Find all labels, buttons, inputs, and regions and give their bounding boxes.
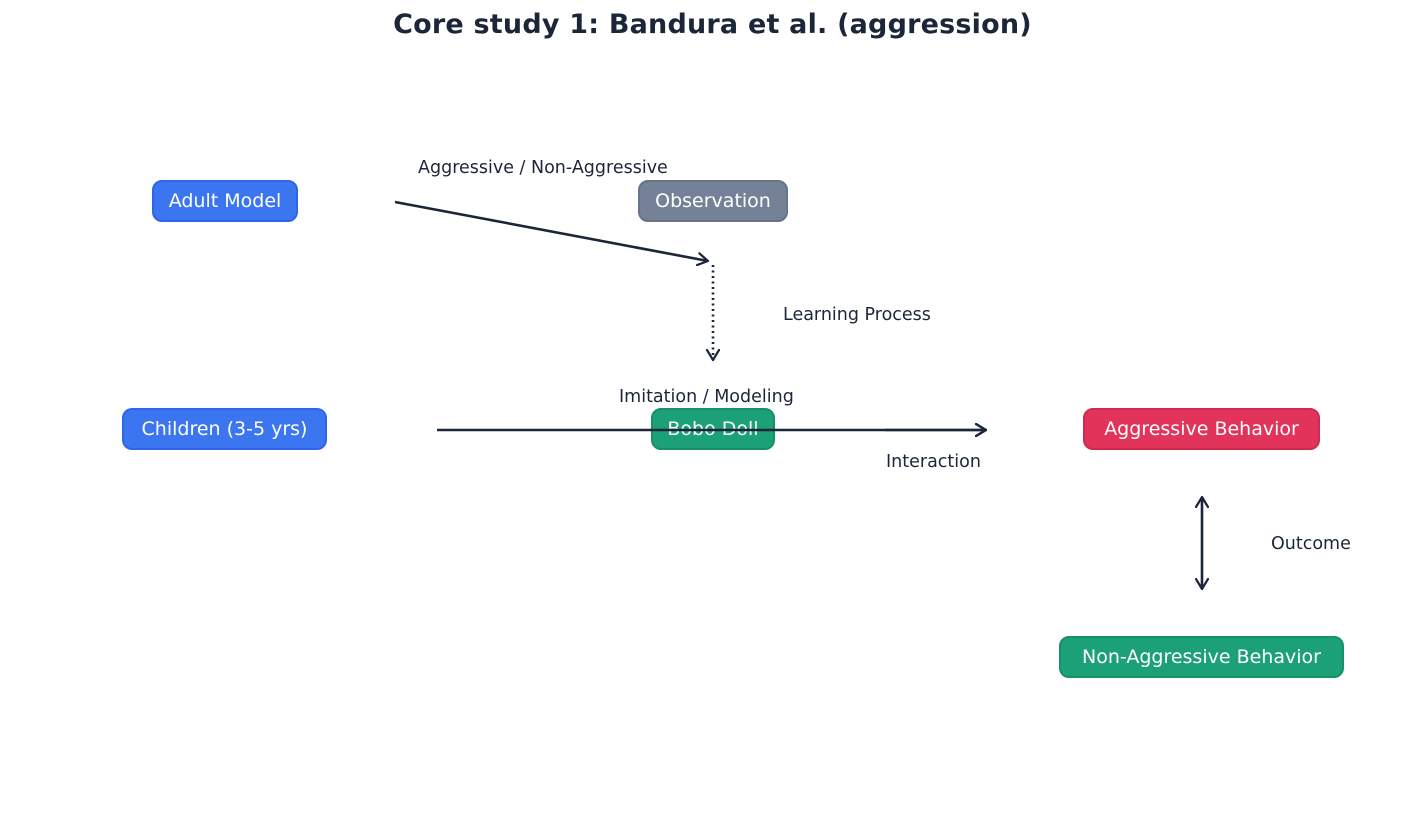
node-non-aggressive-behavior: Non-Aggressive Behavior	[1059, 636, 1344, 678]
node-children: Children (3-5 yrs)	[122, 408, 327, 450]
edge-label-learning-process: Learning Process	[783, 305, 931, 325]
edge-model-to-observation	[394, 200, 708, 261]
node-aggressive-behavior: Aggressive Behavior	[1083, 408, 1320, 450]
edge-label-model-to-observation: Aggressive / Non-Aggressive	[414, 157, 672, 179]
diagram-title: Core study 1: Bandura et al. (aggression…	[393, 9, 1032, 40]
node-observation: Observation	[638, 180, 788, 222]
edge-label-interaction: Interaction	[886, 452, 981, 472]
edge-label-outcome: Outcome	[1271, 534, 1351, 554]
node-adult-model: Adult Model	[152, 180, 298, 222]
edge-label-imitation: Imitation / Modeling	[619, 387, 794, 407]
